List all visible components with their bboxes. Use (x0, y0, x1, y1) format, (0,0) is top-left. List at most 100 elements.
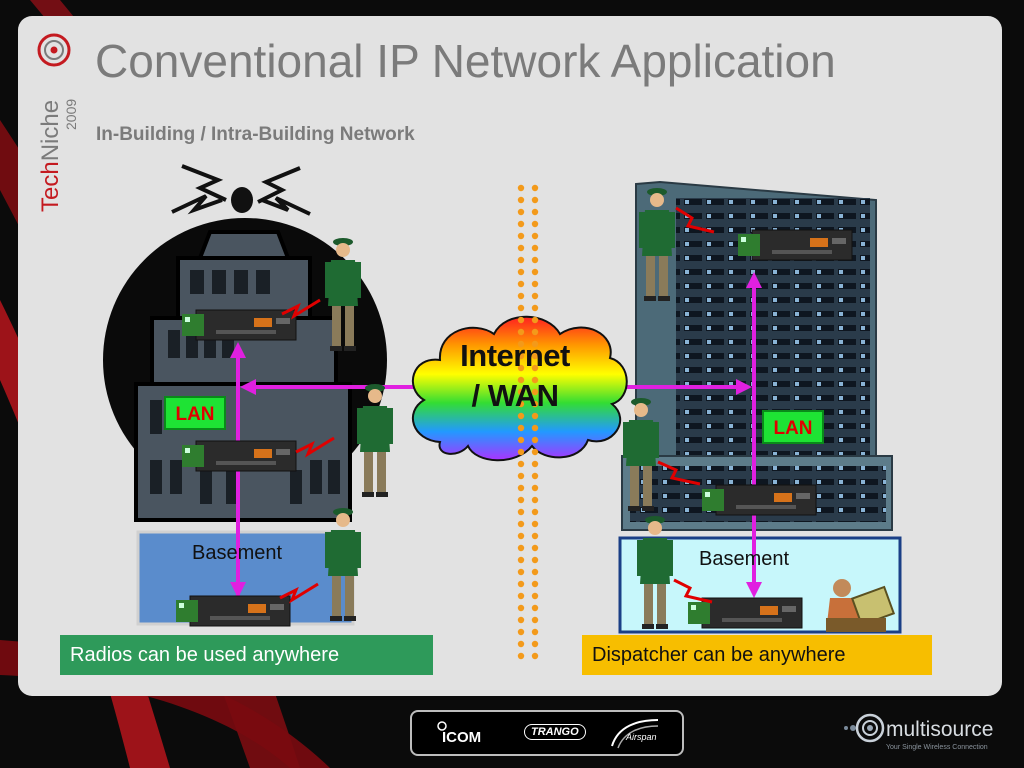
divider-dot (531, 568, 539, 576)
divider-dot (517, 340, 525, 348)
divider-dot (517, 640, 525, 648)
divider-dot (517, 508, 525, 516)
network-diagram (103, 164, 902, 634)
divider-dot (517, 448, 525, 456)
divider-dot (517, 328, 525, 336)
icom-logo-mark (437, 721, 447, 731)
site-divider-dots (517, 184, 539, 660)
divider-dot (531, 592, 539, 600)
antenna-icon (171, 164, 311, 216)
partner-logos-bar: ICOM TRANGO Airspan (410, 710, 684, 756)
divider-dot (517, 616, 525, 624)
divider-dot (517, 592, 525, 600)
divider-dot (531, 184, 539, 192)
divider-dot (531, 376, 539, 384)
divider-dot (517, 364, 525, 372)
divider-dot (517, 232, 525, 240)
divider-dot (531, 196, 539, 204)
wireless-link-icon (279, 206, 715, 604)
divider-dot (517, 556, 525, 564)
multisource-tagline: Your Single Wireless Connection (886, 744, 988, 751)
divider-dot (531, 340, 539, 348)
techniche-logo: TechNiche 2009 (37, 33, 79, 212)
divider-dot (517, 484, 525, 492)
divider-dot (531, 520, 539, 528)
radio-icon (701, 484, 817, 516)
airspan-logo: Airspan (626, 732, 657, 742)
divider-dot (531, 268, 539, 276)
divider-dot (517, 496, 525, 504)
divider-dot (531, 208, 539, 216)
right-lan-label: LAN (762, 410, 824, 444)
left-lan-label: LAN (164, 396, 226, 430)
right-lan-links (620, 272, 762, 598)
divider-dot (531, 388, 539, 396)
divider-dot (517, 652, 525, 660)
divider-dot (517, 436, 525, 444)
dispatcher-icon (826, 579, 896, 632)
divider-dot (517, 412, 525, 420)
radio-icon (737, 229, 853, 261)
divider-dot (517, 292, 525, 300)
divider-dot (517, 352, 525, 360)
divider-dot (517, 400, 525, 408)
divider-dot (517, 580, 525, 588)
divider-dot (531, 616, 539, 624)
divider-dot (531, 280, 539, 288)
divider-dot (531, 652, 539, 660)
radio-icon (181, 309, 297, 341)
divider-dot (531, 436, 539, 444)
divider-dot (531, 364, 539, 372)
divider-dot (531, 580, 539, 588)
divider-dot (531, 316, 539, 324)
left-lan-links (230, 342, 420, 598)
radio-icon (181, 440, 297, 472)
trango-logo: TRANGO (524, 724, 586, 740)
right-basement-label: Basement (699, 548, 790, 570)
divider-dot (517, 196, 525, 204)
slide-subtitle: In-Building / Intra-Building Network (96, 124, 415, 145)
divider-dot (531, 628, 539, 636)
divider-dot (517, 268, 525, 276)
divider-dot (517, 604, 525, 612)
divider-dot (531, 448, 539, 456)
divider-dot (531, 496, 539, 504)
divider-dot (531, 244, 539, 252)
svg-text:2009: 2009 (63, 99, 79, 130)
divider-dot (517, 520, 525, 528)
radio-icon (175, 595, 291, 627)
divider-dot (517, 376, 525, 384)
divider-dot (531, 460, 539, 468)
svg-text:TechNiche: TechNiche (37, 100, 64, 212)
divider-dot (531, 508, 539, 516)
divider-dot (517, 304, 525, 312)
divider-dot (517, 280, 525, 288)
left-caption: Radios can be used anywhere (60, 635, 433, 675)
divider-dot (517, 628, 525, 636)
divider-dot (517, 184, 525, 192)
slide-title: Conventional IP Network Application (95, 35, 836, 87)
radio-icon (687, 597, 803, 629)
divider-dot (517, 256, 525, 264)
divider-dot (517, 244, 525, 252)
divider-dot (517, 568, 525, 576)
divider-dot (517, 424, 525, 432)
left-basement-label: Basement (192, 542, 283, 564)
cloud-label-line1: Internet (460, 338, 570, 373)
divider-dot (517, 208, 525, 216)
divider-dot (531, 544, 539, 552)
cloud-label-line2: / WAN (471, 378, 559, 413)
divider-dot (517, 532, 525, 540)
divider-dot (531, 304, 539, 312)
divider-dot (531, 640, 539, 648)
divider-dot (531, 400, 539, 408)
divider-dot (531, 256, 539, 264)
airspan-logo-mark (611, 719, 659, 749)
divider-dot (531, 424, 539, 432)
cloud-label: Internet / WAN (430, 336, 600, 416)
divider-dot (531, 472, 539, 480)
divider-dot (517, 388, 525, 396)
divider-dot (531, 292, 539, 300)
multisource-logo-text: multisource (886, 718, 994, 741)
divider-dot (531, 532, 539, 540)
